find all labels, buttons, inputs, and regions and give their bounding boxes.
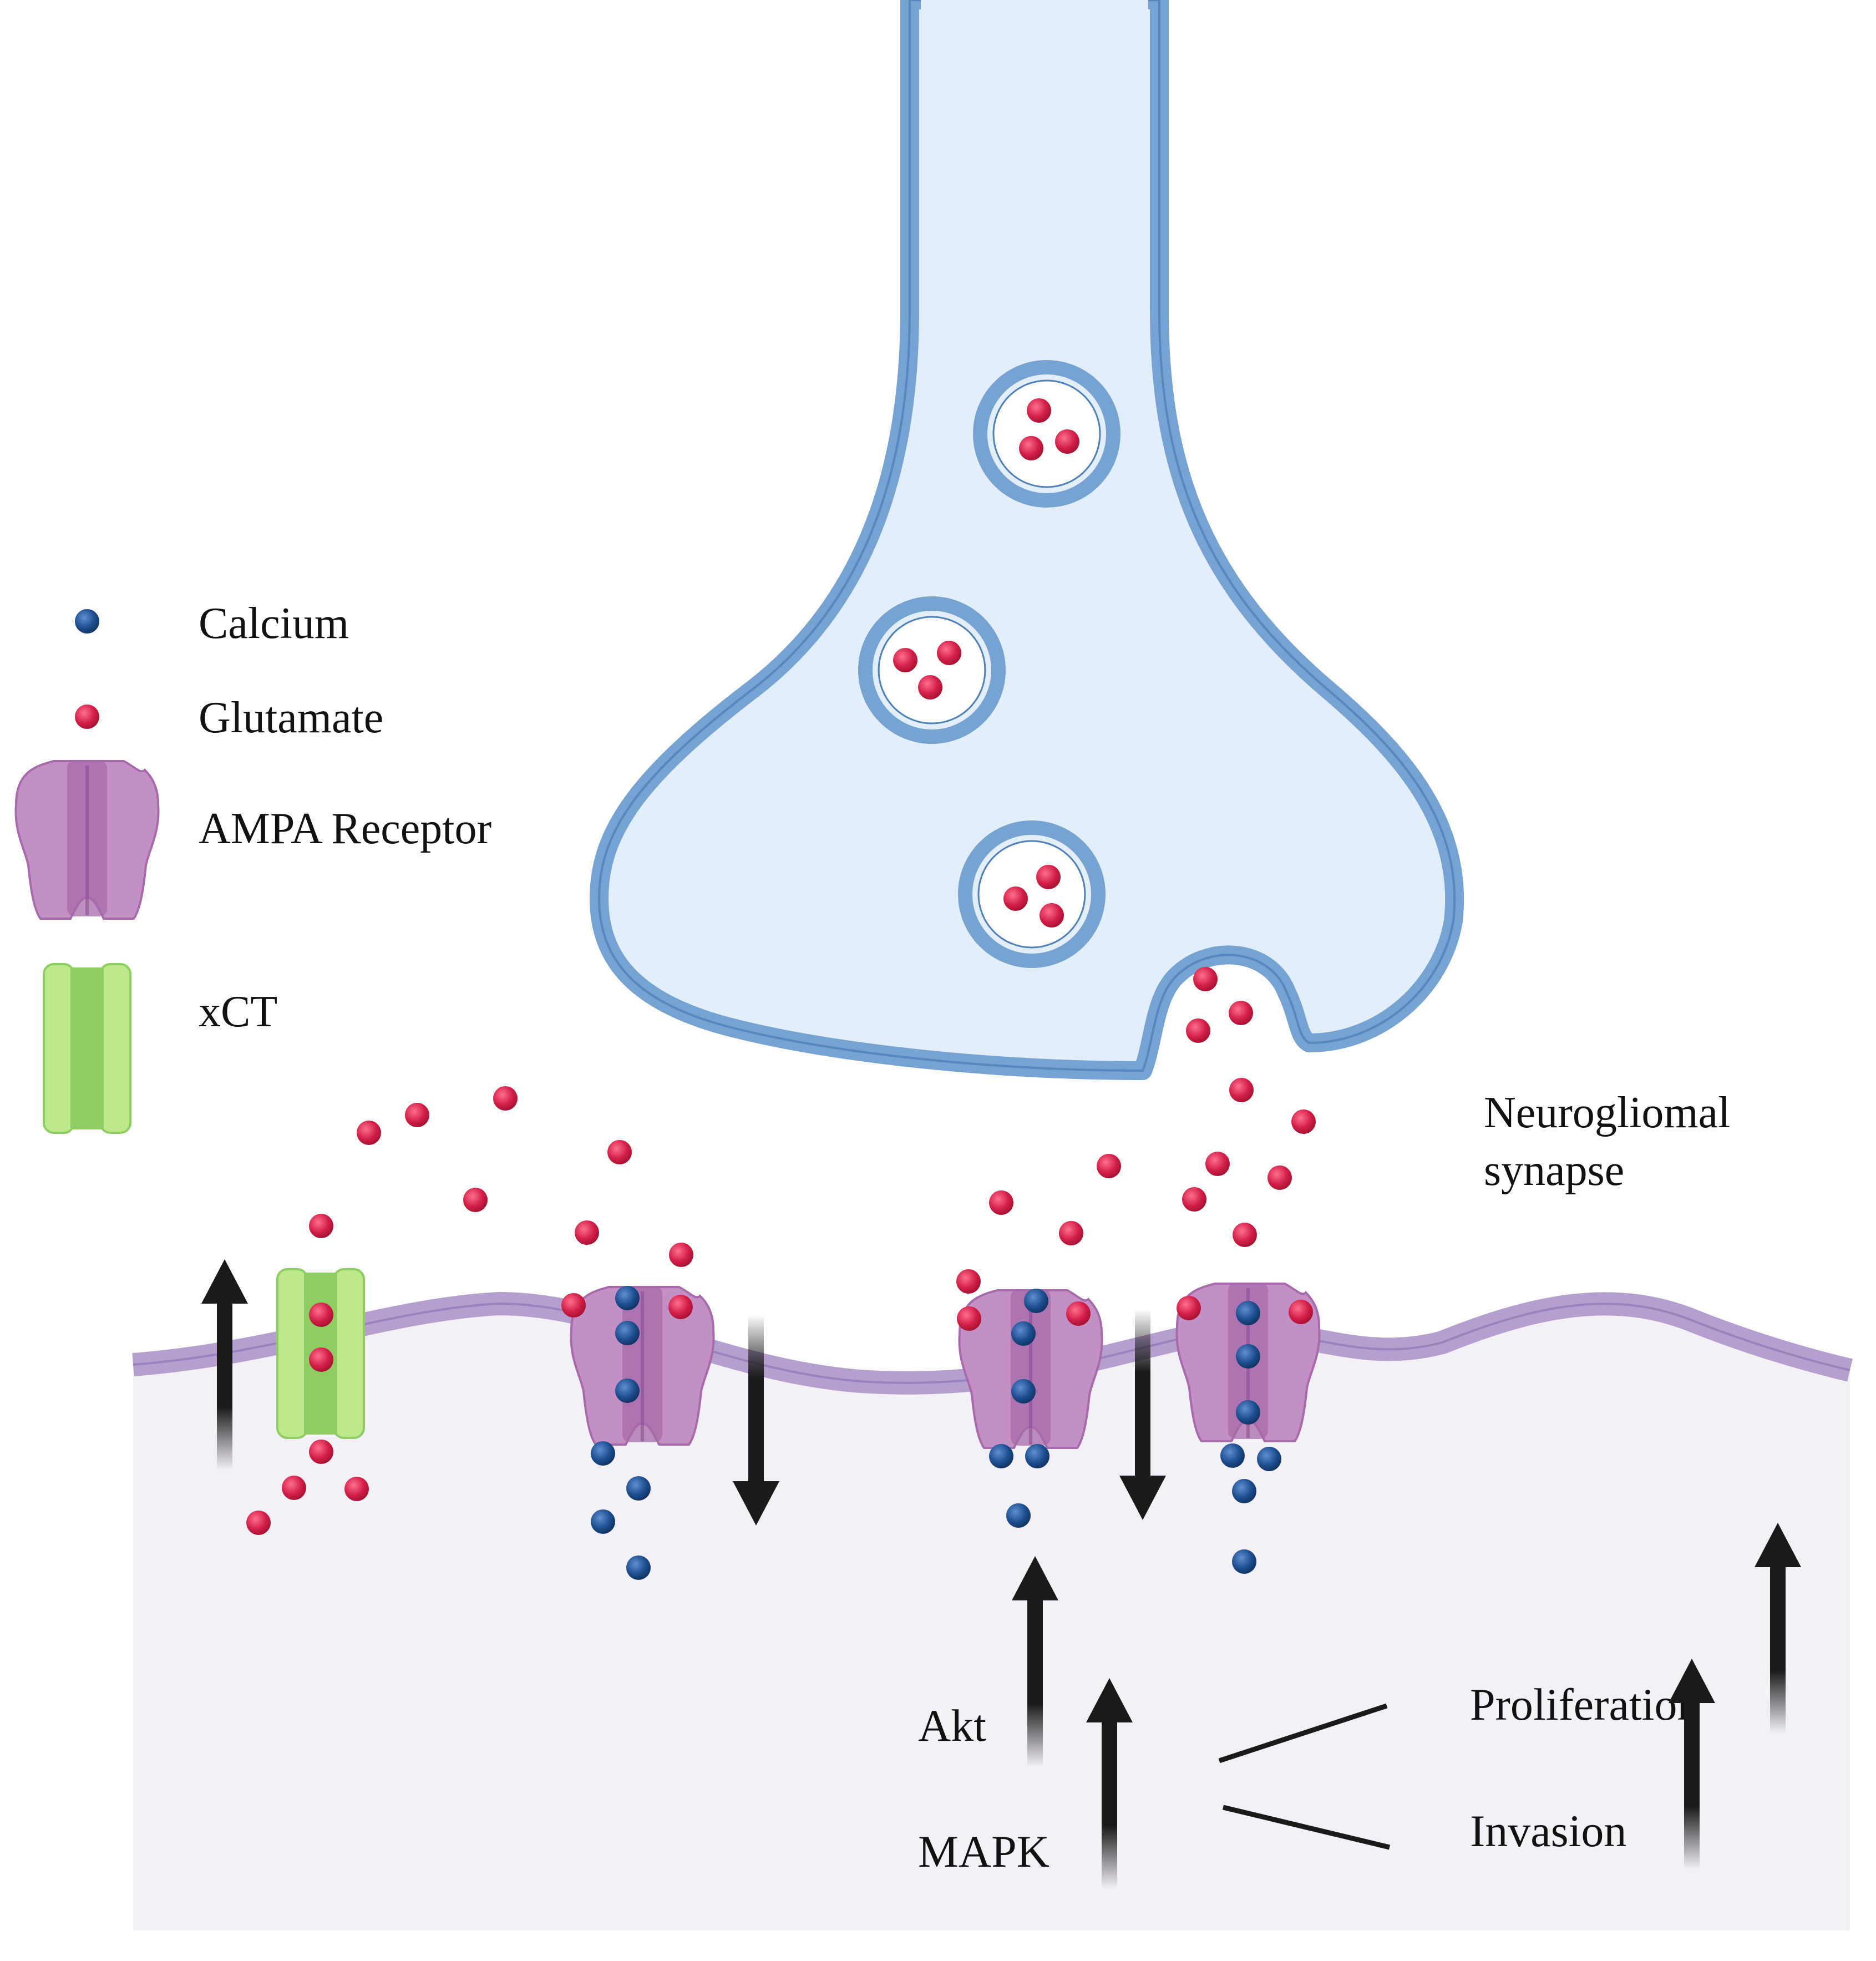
glutamate-molecule — [575, 1220, 599, 1245]
calcium-ion — [615, 1286, 640, 1310]
glutamate-molecule — [1233, 1223, 1257, 1247]
glutamate-molecule — [309, 1440, 333, 1464]
calcium-ion — [615, 1321, 640, 1345]
calcium-ion — [626, 1555, 651, 1580]
glutamate-molecule — [561, 1293, 586, 1318]
glutamate-molecule — [493, 1086, 518, 1111]
glutamate-molecule — [246, 1511, 271, 1535]
calcium-ion — [615, 1379, 640, 1403]
akt-label: Akt — [918, 1700, 986, 1751]
glutamate-molecule — [1027, 398, 1051, 423]
calcium-ion — [1006, 1503, 1031, 1528]
glutamate-molecule — [1205, 1152, 1230, 1176]
glutamate-molecule — [1193, 967, 1218, 991]
calcium-ion — [1220, 1443, 1245, 1468]
legend: Calcium Glutamate AMPA Receptor xCT — [16, 599, 491, 1134]
glutamate-molecule — [957, 1306, 981, 1331]
glutamate-molecule — [1229, 1078, 1254, 1102]
calcium-ion — [1236, 1301, 1260, 1325]
synaptic-vesicle — [858, 596, 1006, 744]
glutamate-legend-icon — [75, 705, 99, 729]
glutamate-molecule — [405, 1103, 429, 1127]
calcium-ion — [1024, 1289, 1048, 1313]
synaptic-vesicle — [973, 360, 1120, 508]
glutamate-molecule — [309, 1214, 333, 1238]
glutamate-molecule — [989, 1190, 1013, 1215]
glutamate-molecule — [309, 1347, 333, 1372]
glutamate-molecule — [1040, 903, 1064, 928]
calcium-ion — [989, 1444, 1013, 1468]
glutamate-molecule — [1291, 1109, 1316, 1134]
pathway-line — [1222, 1805, 1391, 1850]
synapse-label-line2: synapse — [1484, 1146, 1624, 1195]
glutamate-molecule — [937, 641, 961, 665]
glioma-cell-body — [133, 1304, 1850, 1930]
glutamate-molecule — [1055, 429, 1079, 454]
xct-legend-icon — [43, 963, 131, 1134]
synapse-label-line1: Neurogliomal — [1484, 1088, 1730, 1137]
glutamate-molecule — [607, 1140, 632, 1164]
calcium-ion — [1257, 1447, 1281, 1471]
glutamate-molecule — [956, 1269, 981, 1294]
glutamate-molecule — [1229, 1001, 1253, 1025]
glutamate-molecule — [1036, 865, 1061, 889]
calcium-ion — [591, 1509, 615, 1534]
glutamate-molecule — [1066, 1301, 1091, 1326]
calcium-ion — [1011, 1379, 1036, 1403]
glutamate-molecule — [463, 1188, 488, 1212]
ampa-receptor-legend-icon — [16, 760, 158, 919]
signaling-cascade: Akt MAPK Proliferation Invasion — [918, 1523, 1801, 1889]
mapk-label: MAPK — [918, 1826, 1049, 1877]
molecule-layer — [246, 398, 1316, 1580]
calcium-ion — [626, 1476, 651, 1501]
glutamate-molecule — [893, 648, 917, 672]
calcium-ion — [1025, 1444, 1049, 1468]
glutamate-molecule — [282, 1476, 306, 1500]
calcium-ion — [1011, 1321, 1036, 1346]
glutamate-molecule — [1177, 1296, 1201, 1320]
calcium-ion — [1232, 1479, 1256, 1503]
legend-glutamate-label: Glutamate — [199, 693, 383, 742]
glutamate-molecule — [309, 1303, 333, 1327]
glutamate-molecule — [344, 1477, 369, 1501]
glutamate-molecule — [918, 675, 942, 700]
glutamate-molecule — [1003, 886, 1028, 911]
calcium-legend-icon — [75, 609, 99, 634]
calcium-ion — [591, 1441, 615, 1466]
synaptic-vesicle — [958, 820, 1106, 968]
legend-calcium-label: Calcium — [199, 599, 349, 648]
glutamate-molecule — [669, 1243, 693, 1267]
legend-ampa-label: AMPA Receptor — [199, 804, 491, 853]
glutamate-molecule — [1019, 436, 1043, 460]
invasion-label: Invasion — [1470, 1806, 1626, 1856]
glutamate-molecule — [357, 1121, 381, 1145]
calcium-ion — [1236, 1400, 1260, 1425]
glutamate-molecule — [668, 1295, 693, 1319]
glutamate-molecule — [1186, 1018, 1210, 1043]
glutamate-molecule — [1182, 1187, 1206, 1212]
calcium-ion — [1236, 1344, 1260, 1369]
proliferation-label: Proliferation — [1470, 1679, 1700, 1730]
glutamate-molecule — [1267, 1166, 1292, 1190]
glutamate-molecule — [1289, 1300, 1313, 1324]
glutamate-molecule — [1097, 1154, 1121, 1178]
glutamate-molecule — [1059, 1221, 1083, 1245]
calcium-ion — [1232, 1549, 1256, 1574]
legend-xct-label: xCT — [199, 987, 277, 1036]
pathway-line — [1218, 1703, 1388, 1764]
